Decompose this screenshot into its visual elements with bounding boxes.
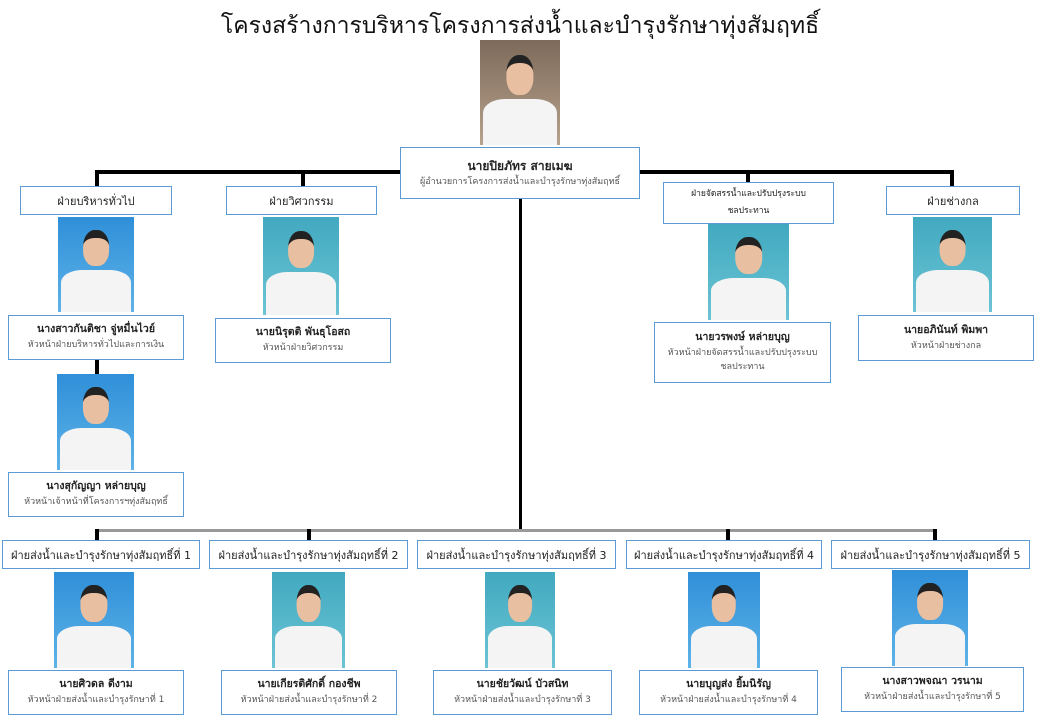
dept-zone-1: ฝ่ายส่งน้ำและบำรุงรักษาทุ่งสัมฤทธิ์ที่ 1 bbox=[2, 540, 200, 569]
staff-photo bbox=[708, 224, 789, 320]
director-name: นายปิยภัทร สายเมฆ bbox=[467, 158, 573, 173]
director-box: นายปิยภัทร สายเมฆ ผู้อำนวยการโครงการส่งน… bbox=[400, 147, 640, 199]
director-role: ผู้อำนวยการโครงการส่งน้ำและบำรุงรักษาทุ่… bbox=[419, 176, 621, 187]
staff-role: หัวหน้าฝ่ายส่งน้ำและบำรุงรักษาที่ 1 bbox=[27, 695, 165, 706]
staff-name: นางสุกัญญา หล่ายบุญ bbox=[46, 480, 146, 493]
staff-role: หัวหน้าฝ่ายบริหารทั่วไปและการเงิน bbox=[27, 340, 165, 351]
staff-photo bbox=[892, 570, 968, 666]
staff-name: นางสาวพจณา วรนาม bbox=[882, 675, 983, 688]
staff-role: หัวหน้าเจ้าหน้าที่โครงการฯทุ่งสัมฤทธิ์ bbox=[24, 497, 168, 508]
staff-box: นางสาวพจณา วรนาม หัวหน้าฝ่ายส่งน้ำและบำร… bbox=[841, 667, 1024, 712]
staff-photo bbox=[913, 217, 992, 312]
dept-water-allocation: ฝ่ายจัดสรรน้ำและปรับปรุงระบบชลประทาน bbox=[663, 182, 834, 224]
staff-box: นายศิวดล ดีงาม หัวหน้าฝ่ายส่งน้ำและบำรุง… bbox=[8, 670, 184, 715]
staff-box: นายเกียรติศักดิ์ กองชีพ หัวหน้าฝ่ายส่งน้… bbox=[221, 670, 397, 715]
staff-name: นายอภินันท์ พิมพา bbox=[903, 323, 989, 336]
connector bbox=[746, 170, 750, 183]
staff-role: หัวหน้าฝ่ายส่งน้ำและบำรุงรักษาที่ 2 bbox=[240, 695, 378, 706]
staff-role: หัวหน้าฝ่ายส่งน้ำและบำรุงรักษาที่ 3 bbox=[454, 695, 591, 706]
staff-photo bbox=[57, 374, 134, 470]
staff-name: นายชัยวัฒน์ บัวสนิท bbox=[476, 678, 569, 691]
dept-zone-2: ฝ่ายส่งน้ำและบำรุงรักษาทุ่งสัมฤทธิ์ที่ 2 bbox=[209, 540, 408, 569]
staff-box: นายชัยวัฒน์ บัวสนิท หัวหน้าฝ่ายส่งน้ำและ… bbox=[433, 670, 612, 715]
dept-zone-4: ฝ่ายส่งน้ำและบำรุงรักษาทุ่งสัมฤทธิ์ที่ 4 bbox=[626, 540, 822, 569]
staff-name: นายเกียรติศักดิ์ กองชีพ bbox=[257, 678, 361, 691]
staff-role: หัวหน้าฝ่ายจัดสรรน้ำและปรับปรุงระบบชลประ… bbox=[667, 347, 818, 373]
staff-role: หัวหน้าฝ่ายวิศวกรรม bbox=[262, 343, 344, 354]
staff-box: นางสาวกันติชา จู่หมื่นไวย์ หัวหน้าฝ่ายบร… bbox=[8, 315, 184, 360]
connector bbox=[95, 529, 99, 541]
staff-box: นายวรพงษ์ หล่ายบุญ หัวหน้าฝ่ายจัดสรรน้ำแ… bbox=[654, 322, 831, 383]
connector bbox=[933, 529, 937, 541]
connector bbox=[519, 199, 522, 532]
staff-photo bbox=[263, 217, 339, 315]
connector bbox=[301, 170, 305, 187]
dept-zone-5: ฝ่ายส่งน้ำและบำรุงรักษาทุ่งสัมฤทธิ์ที่ 5 bbox=[831, 540, 1030, 569]
staff-photo bbox=[688, 572, 760, 668]
connector bbox=[726, 529, 730, 541]
staff-box: นายอภินันท์ พิมพา หัวหน้าฝ่ายช่างกล bbox=[858, 315, 1034, 361]
dept-zone-3: ฝ่ายส่งน้ำและบำรุงรักษาทุ่งสัมฤทธิ์ที่ 3 bbox=[417, 540, 616, 569]
staff-name: นายนิรุตติ พันธุโอสถ bbox=[255, 326, 351, 339]
connector bbox=[95, 529, 937, 532]
staff-name: นายวรพงษ์ หล่ายบุญ bbox=[695, 331, 790, 344]
staff-photo bbox=[485, 572, 555, 668]
director-photo bbox=[480, 40, 560, 145]
staff-name: นางสาวกันติชา จู่หมื่นไวย์ bbox=[37, 323, 155, 336]
dept-general-admin: ฝ่ายบริหารทั่วไป bbox=[20, 186, 172, 215]
dept-mechanical: ฝ่ายช่างกล bbox=[886, 186, 1020, 215]
staff-photo bbox=[272, 572, 345, 668]
staff-box: นายบุญส่ง ยิ้มนิรัญ หัวหน้าฝ่ายส่งน้ำและ… bbox=[639, 670, 818, 715]
dept-engineering: ฝ่ายวิศวกรรม bbox=[226, 186, 377, 215]
staff-photo bbox=[58, 217, 134, 312]
connector bbox=[95, 170, 99, 187]
connector bbox=[95, 360, 99, 374]
connector bbox=[950, 170, 954, 187]
staff-name: นายศิวดล ดีงาม bbox=[59, 678, 133, 691]
staff-box: นายนิรุตติ พันธุโอสถ หัวหน้าฝ่ายวิศวกรรม bbox=[215, 318, 391, 363]
staff-box: นางสุกัญญา หล่ายบุญ หัวหน้าเจ้าหน้าที่โค… bbox=[8, 472, 184, 517]
chart-title: โครงสร้างการบริหารโครงการส่งน้ำและบำรุงร… bbox=[220, 13, 820, 39]
staff-role: หัวหน้าฝ่ายส่งน้ำและบำรุงรักษาที่ 4 bbox=[660, 695, 797, 706]
staff-role: หัวหน้าฝ่ายส่งน้ำและบำรุงรักษาที่ 5 bbox=[864, 692, 1001, 703]
staff-role: หัวหน้าฝ่ายช่างกล bbox=[910, 340, 982, 351]
connector bbox=[307, 529, 311, 541]
staff-photo bbox=[54, 572, 134, 668]
staff-name: นายบุญส่ง ยิ้มนิรัญ bbox=[686, 678, 771, 691]
